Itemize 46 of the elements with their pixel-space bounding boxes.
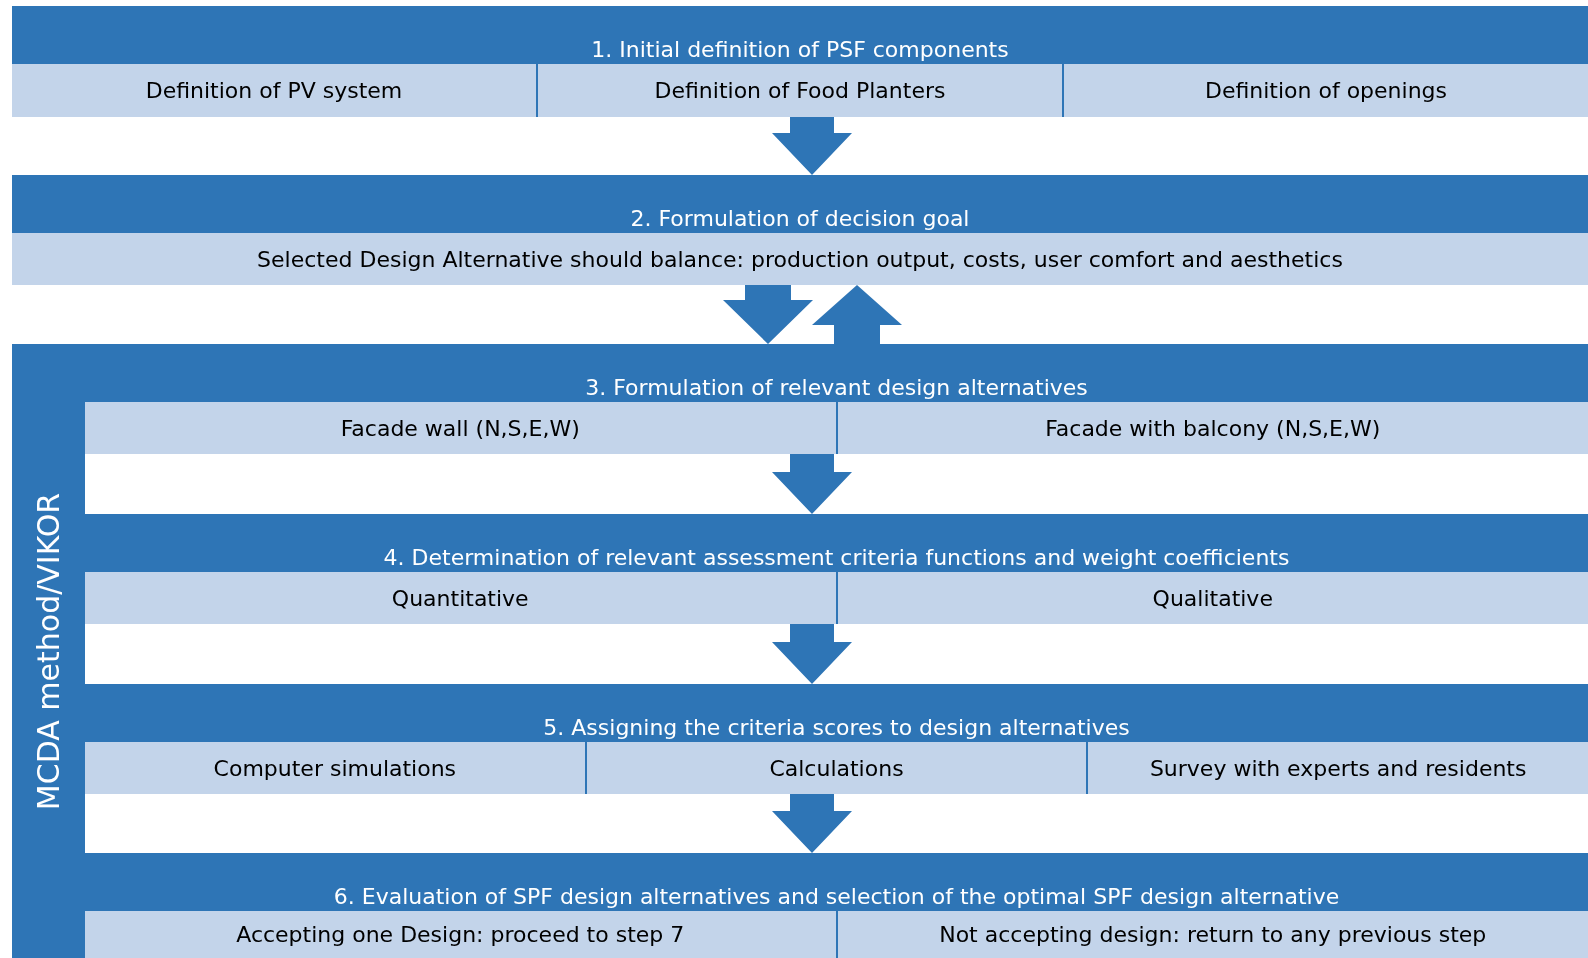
step-band	[85, 514, 1588, 624]
vertical-label: MCDA method/VIKOR	[31, 492, 66, 810]
item-text: Facade wall (N,S,E,W)	[340, 415, 580, 441]
sub-item-box	[837, 572, 1588, 624]
item-text: Quantitative	[391, 585, 529, 611]
step-band	[12, 6, 1588, 117]
group-panel	[12, 344, 1588, 958]
sub-item-box	[1088, 742, 1588, 794]
sub-item-box	[85, 911, 836, 958]
item-text: Survey with experts and residents	[1149, 755, 1527, 781]
step-band	[85, 684, 1588, 794]
block-arrow	[812, 285, 902, 344]
item-text: Definition of openings	[1204, 78, 1448, 103]
step-band	[85, 853, 1588, 958]
item-text: Accepting one Design: proceed to step 7	[236, 922, 685, 947]
step-title: 5. Assigning the criteria scores to design alternatives	[543, 714, 1130, 742]
item-text: Qualitative	[1152, 585, 1273, 611]
sub-item-box	[1064, 64, 1588, 117]
step-band	[85, 344, 1588, 454]
sub-item-box	[85, 742, 585, 794]
block-arrow	[772, 117, 852, 175]
step-title: 6. Evaluation of SPF design alternatives and selection of the optimal SPF design alternative	[333, 883, 1340, 911]
block-arrow	[772, 624, 852, 684]
step-title: 3. Formulation of relevant design alternatives	[585, 374, 1088, 402]
sub-item-box	[85, 572, 836, 624]
step-title: 1. Initial definition of PSF components	[591, 36, 1009, 64]
sub-item-box	[586, 742, 1087, 794]
sub-item-box	[837, 402, 1588, 454]
item-text: Selected Design Alternative should balance: production output, costs, user comfort and aesthetics	[257, 246, 1343, 272]
step-band	[12, 175, 1588, 285]
sub-item-box	[538, 64, 1062, 117]
item-text: Definition of PV system	[145, 78, 403, 103]
step-title: 2. Formulation of decision goal	[630, 205, 970, 233]
item-text: Not accepting design: return to any previous step	[939, 922, 1487, 947]
block-arrow	[772, 794, 852, 853]
item-text: Facade with balcony (N,S,E,W)	[1045, 415, 1381, 441]
sub-item-box	[85, 402, 836, 454]
block-arrow	[723, 285, 813, 344]
item-text: Definition of Food Planters	[654, 78, 946, 103]
step-title: 4. Determination of relevant assessment criteria functions and weight coefficients	[383, 544, 1290, 572]
sub-item-box	[12, 64, 536, 117]
sub-item-box	[837, 911, 1588, 958]
sub-item-box	[12, 233, 1588, 285]
item-text: Computer simulations	[213, 755, 457, 781]
block-arrow	[772, 454, 852, 514]
item-text: Calculations	[769, 755, 904, 781]
